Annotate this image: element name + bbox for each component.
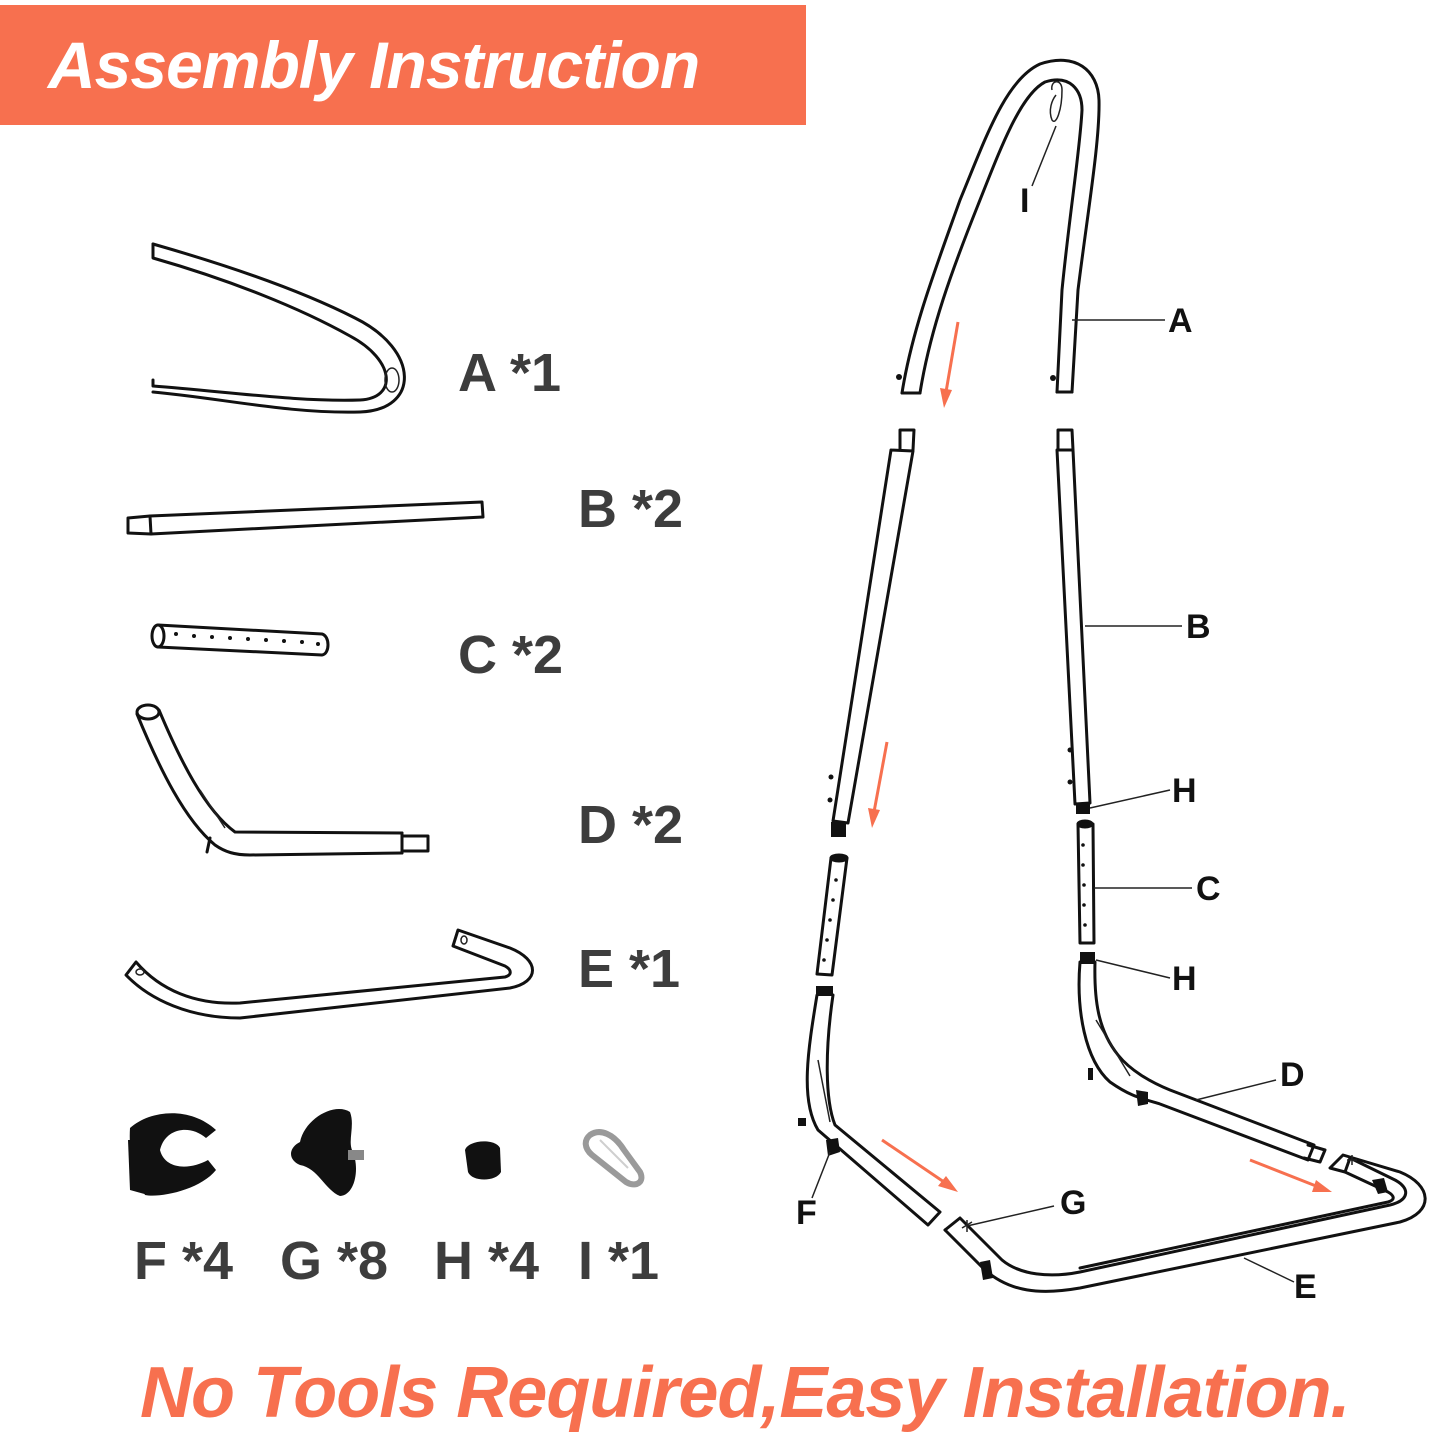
part-label-d: D *2: [578, 798, 683, 852]
part-label-c: C *2: [458, 628, 563, 682]
knob-icon: [291, 1109, 364, 1196]
part-label-b: B *2: [578, 482, 683, 536]
part-label-g: G *8: [280, 1234, 388, 1288]
clamp-icon: [128, 1113, 216, 1195]
assembly-part-c-left: [817, 855, 847, 975]
direction-arrows: [868, 322, 1332, 1192]
part-a-drawing: [153, 244, 404, 412]
part-label-i: I *1: [578, 1234, 659, 1288]
footer-tagline: No Tools Required,Easy Installation.: [140, 1352, 1350, 1434]
assembly-part-e: [945, 1155, 1425, 1291]
callout-f: F: [796, 1196, 817, 1230]
callout-i: I: [1020, 184, 1029, 218]
end-cap-icon: [465, 1141, 501, 1179]
part-b-drawing: [128, 502, 483, 534]
assembly-part-c-right: [1078, 821, 1094, 943]
assembly-part-b-right: [1057, 430, 1090, 814]
callout-e: E: [1294, 1270, 1317, 1304]
assembly-part-b-left: [828, 430, 915, 837]
callout-a: A: [1168, 304, 1193, 338]
callout-b: B: [1186, 610, 1211, 644]
part-d-drawing: [137, 705, 428, 855]
part-label-a: A *1: [458, 346, 561, 400]
part-label-h: H *4: [434, 1234, 539, 1288]
callout-h-upper: H: [1172, 774, 1197, 808]
part-e-drawing: [126, 930, 533, 1018]
callout-h-lower: H: [1172, 962, 1197, 996]
carabiner-icon: [586, 1132, 642, 1184]
callout-g: G: [1060, 1186, 1086, 1220]
assembly-part-a: [896, 60, 1099, 393]
part-label-e: E *1: [578, 942, 680, 996]
part-c-drawing: [152, 625, 328, 655]
callout-d: D: [1280, 1058, 1305, 1092]
assembly-part-d-left: [798, 986, 940, 1225]
part-label-f: F *4: [134, 1234, 233, 1288]
callout-c: C: [1196, 872, 1221, 906]
